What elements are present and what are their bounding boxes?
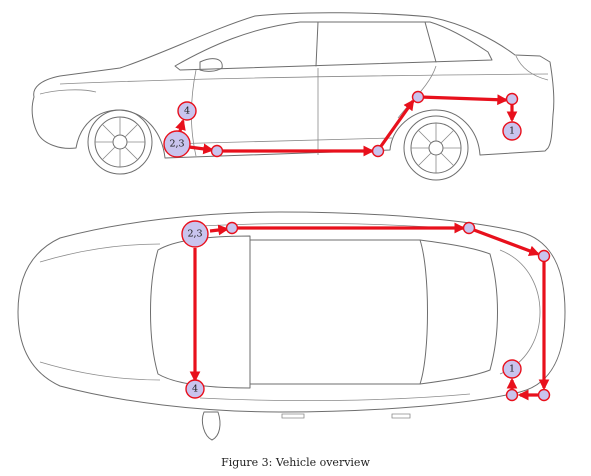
car-top-rear-window (419, 239, 498, 385)
car-side-rear-wheel (403, 115, 469, 181)
car-side-sill (165, 137, 393, 145)
top-node-start-label: 2,3 (187, 229, 202, 240)
car-side-window-frame (174, 21, 493, 71)
car-top-roof (249, 239, 428, 385)
car-side-b-pillar (315, 21, 319, 67)
top-node-branch-label: 4 (192, 384, 198, 395)
side-node-end-label: 1 (509, 126, 515, 137)
car-top-door-handle-rear (391, 413, 411, 419)
car-side-shoulder-line (59, 73, 549, 85)
top-waypoint-2 (462, 221, 476, 235)
car-side-body-outline (31, 12, 555, 159)
side-node-start: 2,3 (163, 130, 191, 158)
side-path-edge-start-to-waypoint-1 (188, 143, 215, 155)
top-waypoint-1 (225, 221, 239, 235)
car-side-view (31, 12, 555, 181)
car-top-hood-left (39, 243, 161, 263)
side-waypoint-4 (505, 92, 519, 106)
car-side-c-pillar (424, 21, 437, 63)
side-path-edge-top (419, 94, 509, 106)
top-waypoint-3 (537, 249, 551, 263)
top-path-edge-start-to-waypoint-1 (209, 224, 230, 236)
top-waypoint-5 (505, 388, 519, 402)
car-side-headlight (39, 89, 97, 95)
side-view-path: 2,3 4 1 (163, 90, 522, 158)
car-top-hood-right (39, 361, 161, 381)
car-top-view (17, 211, 566, 441)
car-top-side-line-lower (199, 393, 471, 402)
side-node-branch: 4 (177, 101, 197, 121)
car-side-front-wheel (87, 109, 153, 175)
top-view-path: 2,3 4 1 (181, 220, 551, 402)
side-waypoint-2 (371, 144, 385, 158)
top-node-end: 1 (502, 359, 522, 379)
car-top-mirror (201, 411, 221, 441)
top-path-edge-rear-corner (473, 228, 541, 257)
side-node-branch-label: 4 (184, 106, 190, 117)
side-waypoint-3 (411, 90, 425, 104)
car-top-trunk (499, 249, 541, 375)
side-node-end: 1 (502, 121, 522, 141)
top-node-end-label: 1 (509, 364, 515, 375)
side-node-start-label: 2,3 (169, 139, 184, 150)
side-path-edge-rise (377, 99, 415, 150)
figure-caption: Figure 3: Vehicle overview (221, 456, 370, 469)
car-top-body-outline (17, 211, 566, 413)
top-waypoint-4 (537, 388, 551, 402)
top-node-start: 2,3 (181, 220, 209, 248)
top-node-branch: 4 (185, 379, 205, 399)
car-top-windshield (150, 235, 251, 389)
car-top-door-handle-front (281, 413, 305, 419)
car-side-trunk-line (515, 55, 549, 81)
side-path-edge-up (175, 118, 186, 132)
car-side-mirror (199, 58, 223, 72)
side-waypoint-1 (210, 144, 224, 158)
